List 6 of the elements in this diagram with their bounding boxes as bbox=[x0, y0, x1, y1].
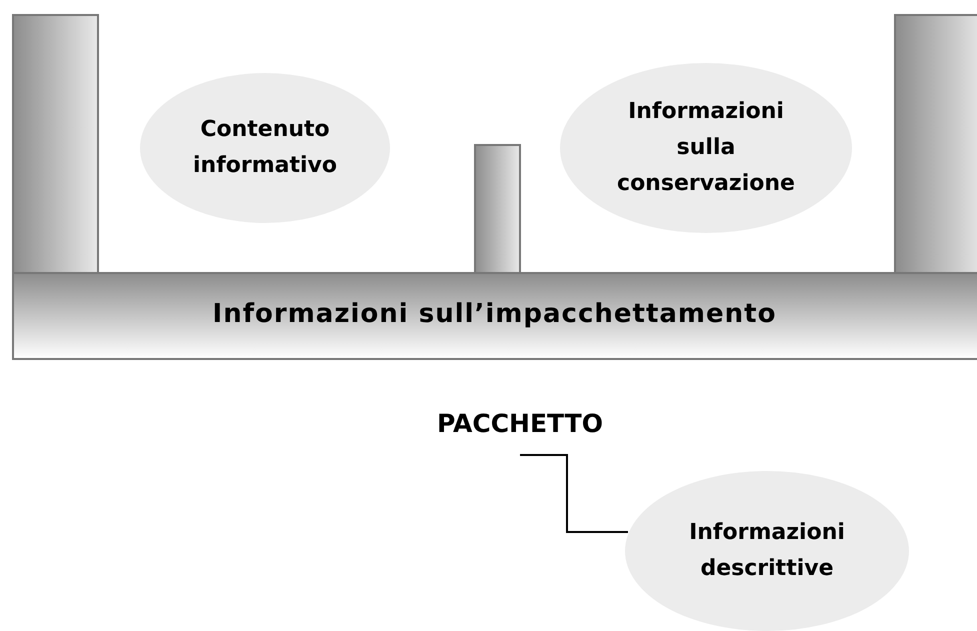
node-label: PACCHETTO bbox=[436, 408, 604, 440]
node-label: Informazioni sull’impacchettamento bbox=[212, 298, 778, 331]
node-label: Informazioni descrittive bbox=[688, 519, 846, 583]
node-label: Informazioni sulla conservazione bbox=[616, 98, 796, 198]
node-label: Contenuto informativo bbox=[192, 116, 338, 180]
leader-line bbox=[520, 454, 628, 533]
